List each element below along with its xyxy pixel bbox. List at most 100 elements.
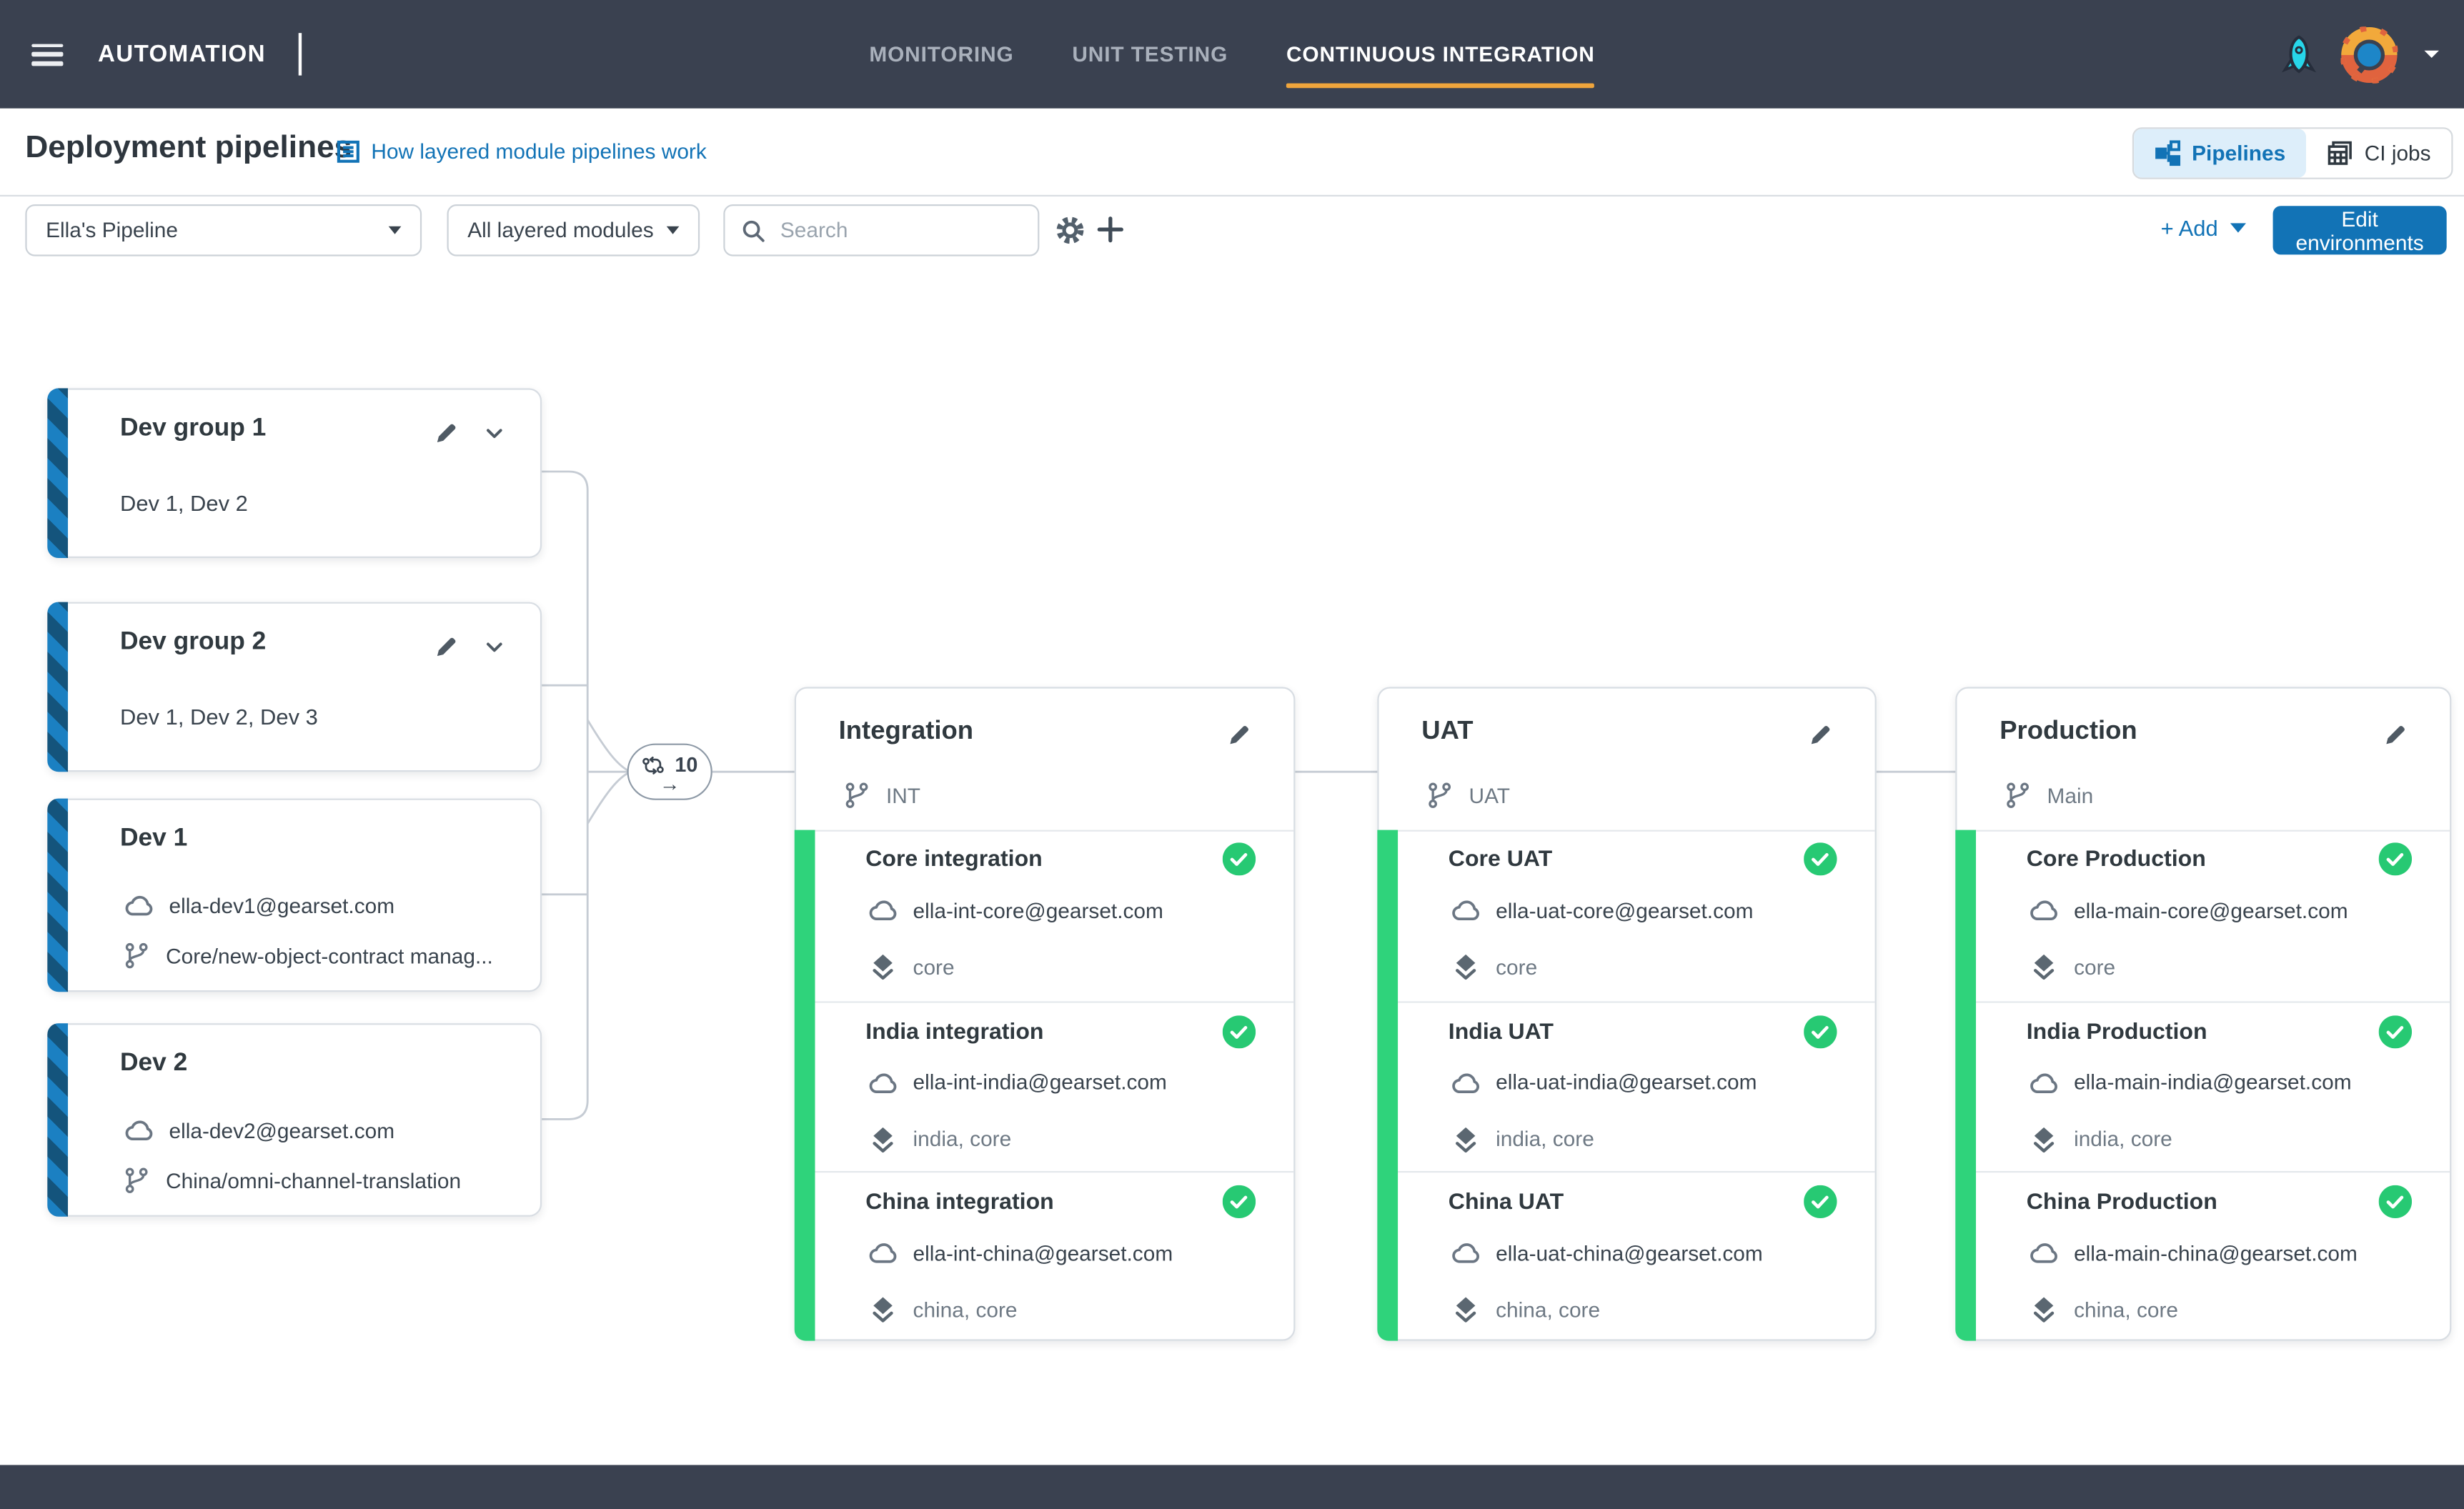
modules-list: india, core (913, 1127, 1012, 1151)
org-username: ella-int-core@gearset.com (913, 898, 1163, 922)
nav-unit-testing[interactable]: UNIT TESTING (1072, 42, 1228, 66)
status-check-icon (2379, 842, 2412, 875)
branch-icon (125, 942, 148, 969)
dev-env-card[interactable]: Dev 2 ella-dev2@gearset.com China/omni-c… (47, 1023, 542, 1217)
org-username: ella-int-india@gearset.com (913, 1070, 1167, 1095)
chevron-down-icon[interactable] (482, 634, 507, 659)
dev-group-card[interactable]: Dev group 2 Dev 1, Dev 2, Dev 3 (47, 602, 542, 772)
modules-select[interactable]: All layered modules (447, 204, 700, 257)
branch-icon (2007, 782, 2029, 808)
stage-branch-name: INT (885, 783, 921, 807)
cloud-org-icon (869, 1243, 897, 1264)
brand-divider (299, 33, 302, 76)
org-username: ella-int-china@gearset.com (913, 1241, 1173, 1265)
cloud-org-icon (1452, 900, 1479, 921)
edit-environments-button[interactable]: Edit environments (2272, 206, 2447, 255)
cloud-org-icon (2030, 900, 2057, 921)
dev-band (47, 1023, 69, 1217)
org-username: ella-uat-core@gearset.com (1496, 898, 1754, 922)
org-username: ella-uat-india@gearset.com (1496, 1070, 1757, 1095)
card-title: Dev group 1 (119, 414, 267, 442)
pipeline-settings-gear-icon[interactable] (1055, 215, 1085, 245)
env-row[interactable]: Core UAT ella-uat-core@gearset.com core (1379, 830, 1875, 1001)
modules-icon (869, 1125, 898, 1154)
cloud-org-icon (1452, 1243, 1479, 1264)
env-row[interactable]: Core Production ella-main-core@gearset.c… (1957, 830, 2450, 1001)
cloud-org-icon (869, 900, 897, 921)
stage-card-uat[interactable]: UAT UAT Core UAT ella-uat-core@gearset.c… (1377, 687, 1877, 1341)
env-row[interactable]: India Production ella-main-india@gearset… (1957, 1000, 2450, 1173)
env-row[interactable]: India UAT ella-uat-india@gearset.com ind… (1378, 1000, 1875, 1173)
gearset-logo-icon[interactable] (2341, 26, 2398, 82)
modules-icon (2030, 952, 2058, 981)
env-title: Core UAT (1448, 847, 1553, 872)
hamburger-menu-icon[interactable] (31, 43, 64, 66)
modules-icon (869, 952, 898, 981)
branch-icon (125, 1167, 148, 1193)
search-box (723, 204, 1040, 257)
arrow-right-icon: → (659, 772, 680, 796)
edit-pencil-icon[interactable] (1807, 722, 1834, 748)
status-check-icon (1223, 842, 1256, 875)
primary-nav: MONITORING UNIT TESTING CONTINUOUS INTEG… (869, 0, 1596, 109)
nav-monitoring[interactable]: MONITORING (869, 42, 1014, 66)
env-row[interactable]: China UAT ella-uat-china@gearset.com chi… (1378, 1171, 1875, 1344)
article-icon (337, 140, 360, 164)
dev-env-card[interactable]: Dev 1 ella-dev1@gearset.com Core/new-obj… (47, 798, 542, 992)
help-link-label: How layered module pipelines work (371, 139, 707, 164)
add-caret-icon (2230, 223, 2247, 233)
edit-pencil-icon[interactable] (433, 419, 460, 446)
view-toggle: Pipelines CI jobs (2132, 127, 2453, 179)
pipeline-select[interactable]: Ella's Pipeline (25, 204, 422, 257)
add-dropdown[interactable]: + Add (2161, 215, 2247, 241)
merge-node[interactable]: 10 → (627, 743, 712, 800)
branch-icon (1429, 782, 1451, 808)
env-row[interactable]: India integration ella-int-india@gearset… (795, 1000, 1294, 1173)
org-username: ella-dev1@gearset.com (169, 893, 395, 917)
status-check-icon (2379, 1015, 2412, 1048)
org-username: ella-main-india@gearset.com (2074, 1070, 2352, 1095)
toggle-pipelines-label: Pipelines (2192, 141, 2286, 165)
modules-icon (1451, 1296, 1480, 1325)
branch-icon (845, 782, 868, 808)
add-plus-icon[interactable] (1096, 215, 1125, 244)
env-title: China integration (865, 1190, 1054, 1216)
stage-card-production[interactable]: Production Main Core Production ella-mai… (1955, 687, 2452, 1341)
rocket-icon[interactable] (2281, 34, 2318, 74)
modules-list: core (2074, 955, 2116, 979)
modules-list: core (913, 955, 955, 979)
nav-continuous-integration[interactable]: CONTINUOUS INTEGRATION (1286, 0, 1596, 109)
dev-band (47, 798, 69, 992)
dev-group-card[interactable]: Dev group 1 Dev 1, Dev 2 (47, 388, 542, 558)
cloud-org-icon (1452, 1072, 1479, 1093)
page-header: Deployment pipelines How layered module … (0, 108, 2464, 196)
chevron-down-icon[interactable] (482, 421, 507, 446)
stage-branch-name: UAT (1469, 783, 1511, 807)
search-input[interactable] (777, 216, 1023, 244)
edit-pencil-icon[interactable] (2382, 722, 2409, 748)
env-row[interactable]: Core integration ella-int-core@gearset.c… (796, 830, 1293, 1001)
help-link[interactable]: How layered module pipelines work (337, 140, 707, 164)
toggle-pipelines[interactable]: Pipelines (2133, 129, 2306, 178)
edit-pencil-icon[interactable] (433, 634, 460, 660)
card-title: Dev 2 (119, 1050, 188, 1077)
group-members: Dev 1, Dev 2, Dev 3 (119, 704, 318, 729)
top-navigation-bar: AUTOMATION MONITORING UNIT TESTING CONTI… (0, 0, 2464, 109)
cloud-org-icon (2030, 1243, 2057, 1264)
env-row[interactable]: China integration ella-int-china@gearset… (795, 1171, 1294, 1344)
edit-pencil-icon[interactable] (1226, 722, 1253, 748)
account-caret-down-icon[interactable] (2421, 44, 2442, 65)
modules-list: core (1496, 955, 1538, 979)
stage-title: Production (1999, 717, 2137, 745)
select-caret-icon (388, 226, 402, 234)
pipeline-select-value: Ella's Pipeline (46, 218, 178, 242)
env-title: Core Production (2026, 847, 2206, 872)
modules-list: india, core (2074, 1127, 2172, 1151)
modules-icon (1451, 1125, 1480, 1154)
brand-title: AUTOMATION (98, 41, 266, 68)
toggle-ci-jobs[interactable]: CI jobs (2306, 129, 2451, 177)
env-row[interactable]: China Production ella-main-china@gearset… (1957, 1171, 2450, 1344)
select-caret-icon (666, 226, 680, 234)
stage-card-integration[interactable]: Integration INT Core integration ella-in… (794, 687, 1296, 1341)
